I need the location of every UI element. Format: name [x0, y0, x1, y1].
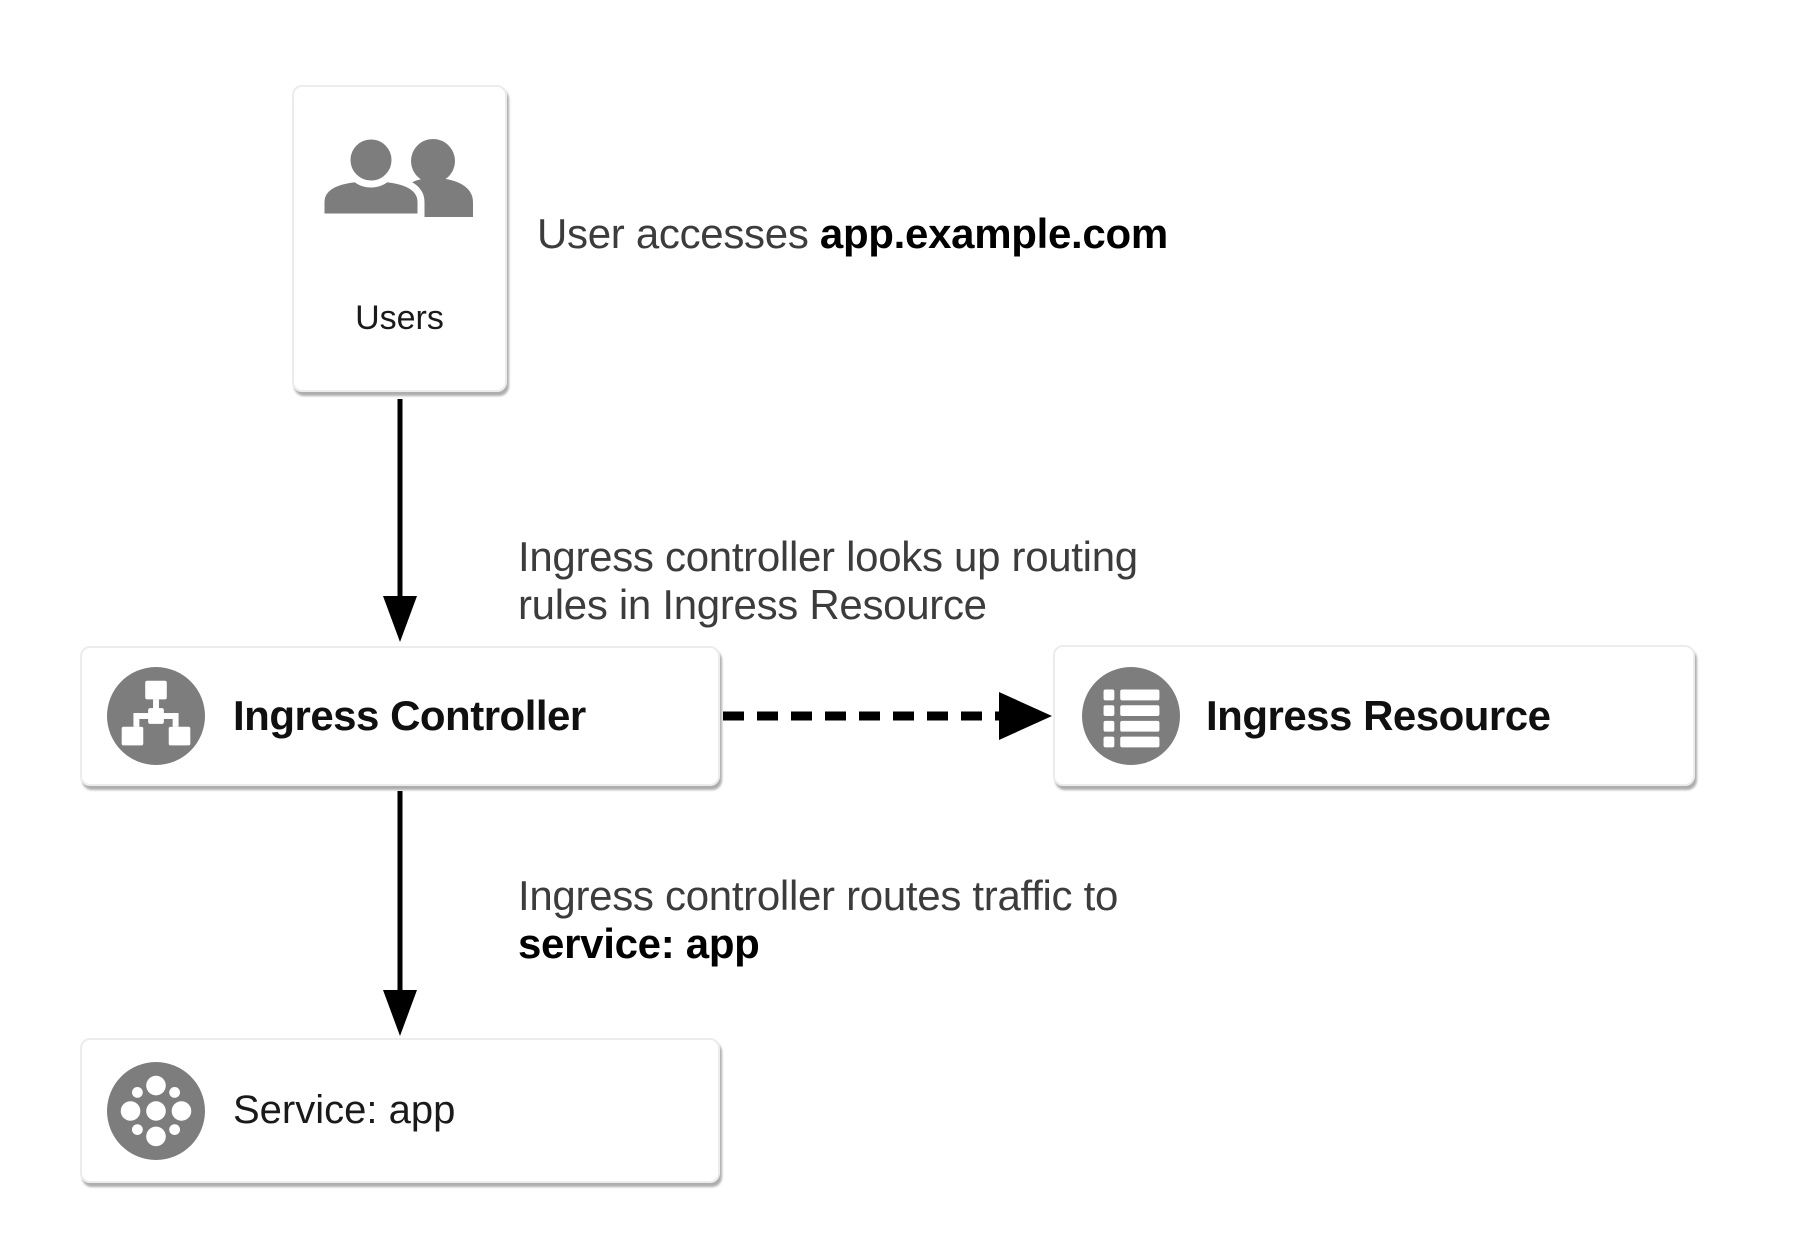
annotation-user-access: User accesses app.example.com — [537, 210, 1168, 258]
list-icon — [1082, 666, 1180, 765]
node-users: Users — [292, 85, 507, 392]
annotation-lookup: Ingress controller looks up routing rule… — [518, 533, 1138, 629]
node-ingress-resource: Ingress Resource — [1053, 645, 1695, 786]
annotation-lookup-line2: rules in Ingress Resource — [518, 581, 987, 628]
arrow-controller-to-service — [383, 791, 417, 1036]
users-icon — [317, 137, 473, 217]
annotation-user-access-text: User accesses — [537, 210, 820, 257]
node-service-app: Service: app — [80, 1038, 720, 1183]
annotation-lookup-line1: Ingress controller looks up routing — [518, 533, 1138, 580]
service-app-label: Service: app — [233, 1088, 456, 1132]
annotation-user-access-domain: app.example.com — [819, 210, 1168, 257]
annotation-route: Ingress controller routes traffic to ser… — [518, 872, 1118, 968]
annotation-route-line2: service: app — [518, 920, 760, 967]
node-ingress-controller: Ingress Controller — [80, 646, 720, 786]
sitemap-icon — [107, 667, 205, 765]
ingress-controller-label: Ingress Controller — [233, 692, 586, 739]
arrow-users-to-controller — [383, 399, 417, 642]
service-dots-icon — [107, 1061, 205, 1160]
arrow-controller-to-resource — [723, 692, 1052, 740]
ingress-resource-label: Ingress Resource — [1206, 691, 1551, 739]
annotation-route-line1: Ingress controller routes traffic to — [518, 872, 1119, 919]
users-label: Users — [355, 299, 444, 337]
